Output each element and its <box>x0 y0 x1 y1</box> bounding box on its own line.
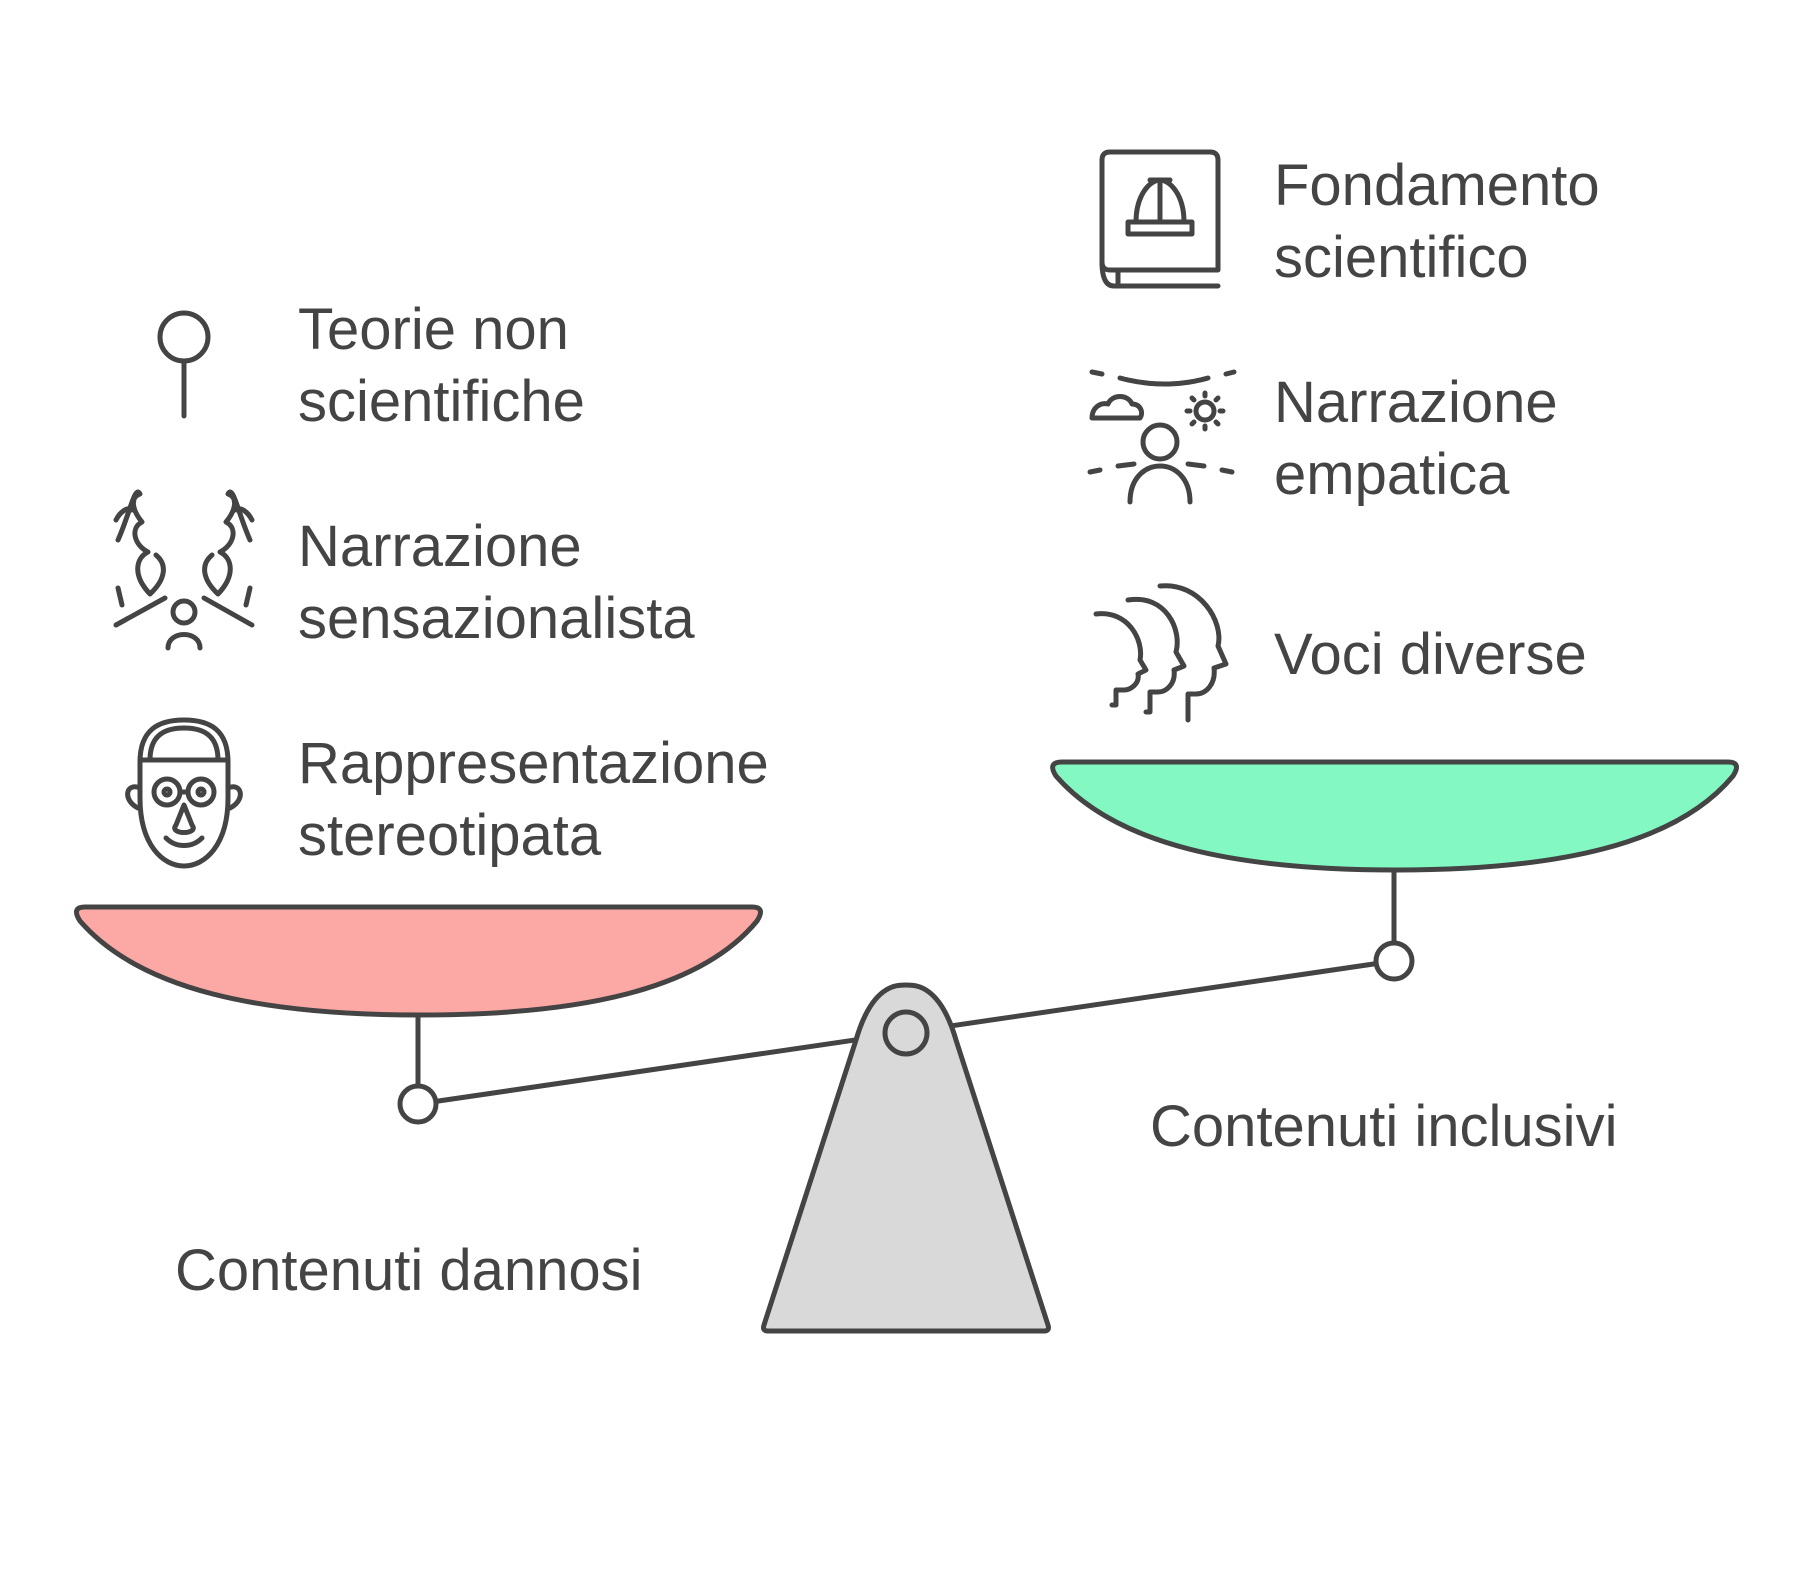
left-item-1-line2: scientifiche <box>298 369 585 434</box>
fulcrum-pivot <box>882 1009 930 1057</box>
empathic-person-icon <box>1087 369 1237 505</box>
stereotype-face-icon <box>125 717 243 869</box>
left-item-2-line2: sensazionalista <box>298 586 695 651</box>
right-hanger-joint <box>1373 940 1415 982</box>
right-item-2-line2: empatica <box>1274 442 1510 507</box>
right-item-1-line2: scientifico <box>1274 225 1529 290</box>
left-item-3-line1: Rappresentazione <box>298 731 769 796</box>
left-hanger-joint <box>397 1083 439 1125</box>
left-side-label: Contenuti dannosi <box>175 1238 643 1303</box>
right-item-3-line1: Voci diverse <box>1274 622 1587 687</box>
fulcrum <box>761 982 1051 1334</box>
right-pan <box>1050 759 1739 873</box>
left-item-2-line1: Narrazione <box>298 514 582 579</box>
right-item-1-line1: Fondamento <box>1274 153 1600 218</box>
left-item-3-line2: stereotipata <box>298 803 602 868</box>
diverse-faces-icon <box>1093 583 1229 723</box>
science-book-icon <box>1099 149 1221 289</box>
left-pan <box>74 904 763 1018</box>
right-side-label: Contenuti inclusivi <box>1150 1094 1617 1159</box>
left-item-1-line1: Teorie non <box>298 297 569 362</box>
right-item-2-line1: Narrazione <box>1274 370 1558 435</box>
pin-icon <box>157 310 211 419</box>
sensational-storm-icon <box>113 489 255 651</box>
